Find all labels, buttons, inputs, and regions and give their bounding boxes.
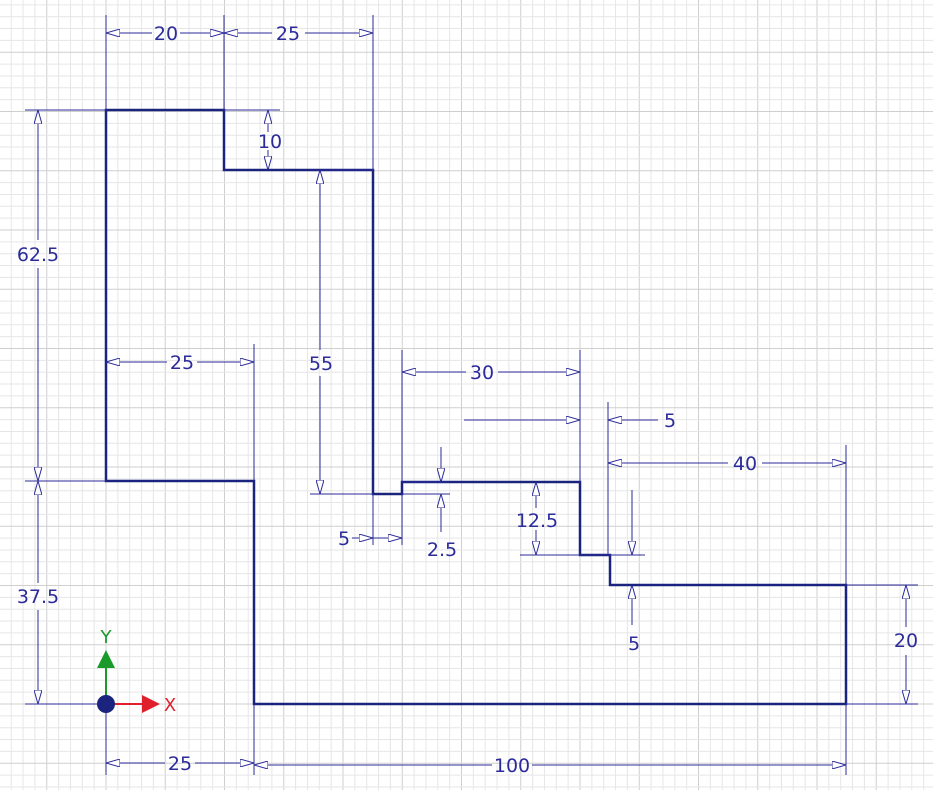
dimension-label: 2.5 xyxy=(427,539,457,561)
y-axis-label: Y xyxy=(100,627,113,648)
dimension-label: 20 xyxy=(154,23,178,45)
dimension-notch-depth[interactable]: 10 xyxy=(258,110,282,170)
sketch-profile[interactable] xyxy=(104,108,848,706)
dimension-label: 5 xyxy=(338,528,350,550)
dimension-label: 25 xyxy=(276,23,300,45)
dimension-left-lower-height[interactable]: 37.5 xyxy=(17,481,59,704)
x-axis-label: X xyxy=(164,695,176,716)
x-axis-arrow-icon xyxy=(142,695,160,713)
dimension-inner-width[interactable]: 25 xyxy=(106,352,254,374)
dimension-label: 37.5 xyxy=(17,586,59,608)
dimension-label: 10 xyxy=(258,131,282,153)
extension-lines xyxy=(25,15,918,775)
dimension-lower-step[interactable]: 5 xyxy=(628,490,640,655)
dimension-slot-height[interactable]: 55 xyxy=(309,170,333,494)
dimension-top-left-width[interactable]: 20 xyxy=(106,23,224,45)
dimension-mid-width[interactable]: 30 xyxy=(402,362,580,384)
dimension-label: 5 xyxy=(628,633,640,655)
dimension-label: 12.5 xyxy=(516,510,558,532)
dimension-label: 40 xyxy=(733,453,757,475)
y-axis-arrow-icon xyxy=(97,650,115,668)
dimension-bottom-left-width[interactable]: 25 xyxy=(106,753,254,775)
dimension-right-width[interactable]: 40 xyxy=(608,453,846,475)
dimension-label: 25 xyxy=(168,753,192,775)
dimension-right-offset[interactable]: 5 xyxy=(464,410,676,432)
origin-point-icon[interactable] xyxy=(97,695,115,713)
dimension-label: 25 xyxy=(170,352,194,374)
dimension-step-height[interactable]: 12.5 xyxy=(516,482,558,555)
dimension-label: 62.5 xyxy=(17,244,59,266)
dimension-bottom-width[interactable]: 100 xyxy=(254,755,846,777)
dimension-top-step-width[interactable]: 25 xyxy=(224,23,373,45)
dimension-label: 30 xyxy=(470,362,494,384)
dimension-label: 20 xyxy=(894,630,918,652)
dimension-label: 100 xyxy=(494,755,530,777)
dimension-left-upper-height[interactable]: 62.5 xyxy=(17,110,59,481)
dimension-slot-gap[interactable]: 5 xyxy=(338,528,402,550)
axis-triad: Y X xyxy=(97,627,176,716)
dimension-label: 5 xyxy=(664,410,676,432)
dimension-right-height[interactable]: 20 xyxy=(894,585,918,704)
dimension-small-step[interactable]: 2.5 xyxy=(427,447,457,561)
dimension-label: 55 xyxy=(309,353,333,375)
